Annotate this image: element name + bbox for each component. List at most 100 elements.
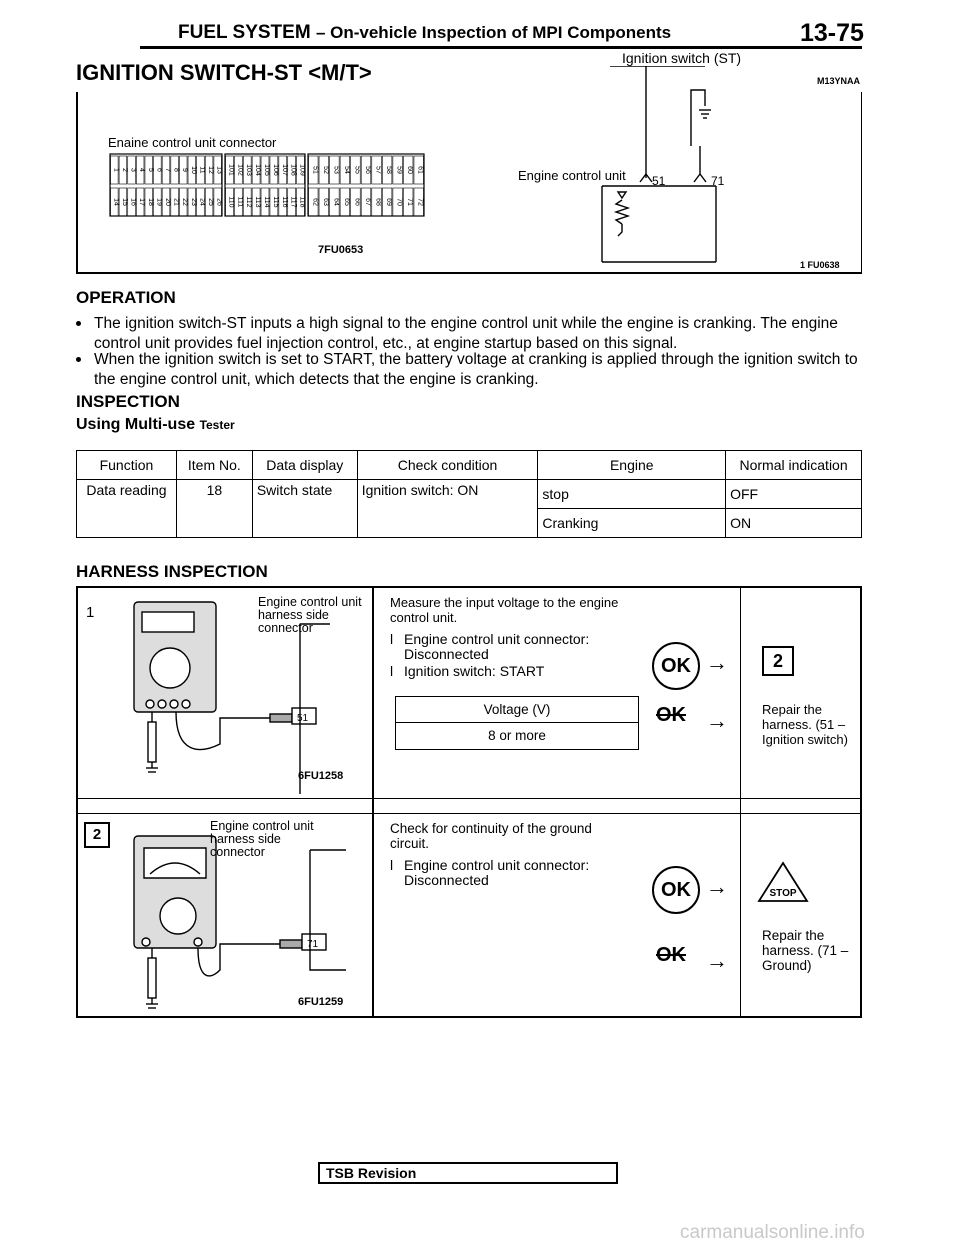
table-cell: OFF <box>725 479 862 509</box>
connector-pin-number: 7 <box>164 168 171 172</box>
connector-pin-number: 57 <box>375 166 382 174</box>
connector-pin-number: 25 <box>207 198 214 206</box>
connector-pin-cell <box>339 155 350 185</box>
connector-pin-cell <box>144 155 153 185</box>
connector-pin-cell <box>136 155 145 185</box>
connector-pin-cell <box>179 155 188 185</box>
operation-bullet-text: The ignition switch-ST inputs a high sig… <box>94 315 838 352</box>
step-1-instruction: Measure the input voltage to the engine … <box>390 595 619 625</box>
connector-pin-cell <box>296 155 305 185</box>
connector-pin-number: 107 <box>281 164 288 176</box>
connector-pin-cell <box>329 155 340 185</box>
table-header-cell: Engine <box>537 450 727 480</box>
ignition-switch-label: Ignition switch (ST) <box>622 50 742 66</box>
circuit-diagram <box>601 66 717 263</box>
connector-pin-cell <box>269 155 279 185</box>
connector-pin-cell <box>234 155 243 185</box>
connector-pin-cell <box>242 187 252 217</box>
table-header-cell: Check condition <box>356 450 539 480</box>
connector-pin-cell <box>225 155 234 185</box>
connector-pin-cell <box>213 187 222 217</box>
connector-pin-number: 112 <box>245 196 252 207</box>
connector-pin-number: 15 <box>121 198 128 206</box>
step-1-bullet-text: Engine control unit connector: Disconnec… <box>404 631 590 662</box>
connector-pin-number: 68 <box>375 198 382 206</box>
arrow-icon: → <box>706 948 728 973</box>
go-to-step-2-button[interactable]: 2 <box>762 646 794 676</box>
table-header-cell: Normal indication <box>725 450 862 480</box>
connector-pin-number: 104 <box>254 164 261 176</box>
connector-pin-cell <box>403 187 414 217</box>
connector-pin-number: 58 <box>385 166 392 174</box>
connector-pin-number: 11 <box>198 166 205 173</box>
connector-pin-number: 9 <box>181 168 188 172</box>
ng-badge: OK <box>656 704 686 726</box>
connector-pin-number: 64 <box>332 198 339 206</box>
step-2-code: 6FU1259 <box>298 996 344 1008</box>
table-header-row: Function Item No. Data display Check con… <box>76 450 862 480</box>
connector-pin-cell <box>308 155 319 185</box>
ok-badge: OK <box>652 642 700 690</box>
connector-pin-cell <box>287 187 296 217</box>
connector-pin-number: 70 <box>396 198 403 206</box>
connector-pin-number: 55 <box>353 166 360 174</box>
connector-pin-number: 53 <box>332 166 339 174</box>
inspection-heading: INSPECTION <box>76 392 180 411</box>
connector-pin-cell <box>350 155 361 185</box>
table-cell: ON <box>725 508 862 538</box>
connector-pin-number: 62 <box>311 198 318 206</box>
step-1-code: 6FU1258 <box>298 770 344 782</box>
table-header-cell: Function <box>76 450 177 480</box>
inspection-subheading: Using Multi-use Tester <box>76 416 235 434</box>
connector-pin-cell <box>413 155 424 185</box>
connector-pin-number: 12 <box>207 166 214 174</box>
connector-pin-cell <box>234 187 243 217</box>
connector-pin-cell <box>339 187 350 217</box>
connector-pin-cell <box>278 187 288 217</box>
table-row: Data reading 18 Switch state Ignition sw… <box>76 479 862 538</box>
page-number: 13-75 <box>800 19 864 47</box>
harness-heading: HARNESS INSPECTION <box>76 562 268 581</box>
connector-pin-cell <box>242 155 252 185</box>
connector-pin-number: 110 <box>227 196 234 207</box>
connector-pin-number: 118 <box>299 196 306 207</box>
connector-pin-number: 54 <box>343 166 350 174</box>
step-2-number: 2 <box>84 822 110 848</box>
connector-pin-number: 109 <box>299 164 306 176</box>
connector-label: Enaine control unit connector <box>108 135 277 150</box>
voltage-header: Voltage (V) <box>396 697 638 723</box>
connector-pin-cell <box>382 155 393 185</box>
top-figure-frame <box>76 92 862 274</box>
connector-pin-cell <box>260 187 270 217</box>
connector-pin-cell <box>179 187 188 217</box>
connector-pin-number: 21 <box>173 198 180 206</box>
connector-pin-cell <box>161 155 171 185</box>
connector-pin-number: 113 <box>254 196 261 207</box>
table-cell: 18 <box>175 479 253 538</box>
connector-pin-number: 2 <box>121 168 128 172</box>
table-cell: Data reading <box>76 479 177 538</box>
connector-pin-cell <box>287 155 296 185</box>
step-2-connector-label: Engine control unit harness side connect… <box>210 819 314 859</box>
connector-pin-cell <box>153 155 162 185</box>
table-header-cell: Data display <box>251 450 358 480</box>
operation-bullet-text: When the ignition switch is set to START… <box>94 351 858 388</box>
header-title: FUEL SYSTEM <box>178 22 311 43</box>
connector-pin-number: 23 <box>190 198 197 206</box>
connector-pin-cell <box>260 155 270 185</box>
connector-pin-cell <box>392 155 403 185</box>
subheading-small: Tester <box>199 418 235 432</box>
table-cell: Cranking <box>537 508 727 538</box>
circuit-code: 1 FU0638 <box>800 260 840 270</box>
connector-pin-cell <box>196 155 205 185</box>
harness-divider-v <box>372 586 374 1018</box>
connector-pin-number: 114 <box>263 196 270 207</box>
multimeter-illustration-2: 71 <box>133 835 346 1009</box>
svg-text:51: 51 <box>297 713 309 724</box>
connector-pin-number: 117 <box>290 196 297 207</box>
connector-pin-number: 60 <box>406 166 413 174</box>
step-2-ng-result: Repair the harness. (71 – Ground) <box>762 928 849 973</box>
connector-pin-number: 71 <box>406 198 413 206</box>
svg-text:71: 71 <box>307 939 319 950</box>
